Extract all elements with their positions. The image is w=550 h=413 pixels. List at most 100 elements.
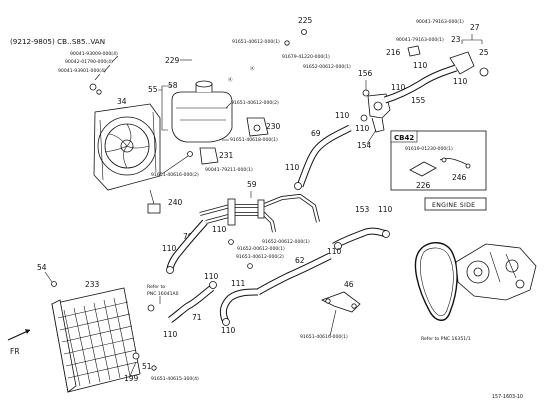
callout-231: 231 bbox=[219, 151, 234, 160]
radiator-fan-shroud bbox=[93, 103, 161, 191]
callout-199: 199 bbox=[124, 374, 139, 383]
clamp bbox=[301, 29, 307, 35]
sensor bbox=[362, 89, 370, 97]
part-number-label: 91651-40615-300(4) bbox=[151, 376, 199, 382]
callout-110: 110 bbox=[335, 111, 350, 120]
leader-line bbox=[129, 361, 137, 377]
callout-110: 110 bbox=[413, 61, 428, 70]
tank-bracket bbox=[246, 117, 269, 137]
leader-lines bbox=[94, 55, 119, 81]
callout-25: 25 bbox=[479, 48, 489, 57]
leader-line bbox=[225, 102, 232, 109]
water-pump-assembly bbox=[455, 243, 537, 301]
part-number-label: 90041-79163-000(1) bbox=[396, 37, 444, 43]
leader-line bbox=[161, 155, 189, 175]
hose-clamp bbox=[222, 318, 230, 326]
drive-belt bbox=[414, 242, 458, 321]
part-number-label: Ⓐ bbox=[228, 76, 233, 83]
hose-clamp bbox=[166, 266, 174, 274]
part-number-label: 91679-41220-000(1) bbox=[282, 54, 330, 60]
small-fastener bbox=[89, 83, 102, 95]
radiator-core bbox=[51, 287, 141, 393]
drain-cock bbox=[132, 352, 140, 360]
diagram-code: 157-1603-10 bbox=[492, 394, 523, 400]
upper-hose-155 bbox=[383, 64, 458, 104]
part-number-label: 91651-40616-000(1) bbox=[300, 334, 348, 340]
drain-plug bbox=[147, 304, 155, 312]
cb42-inset-box bbox=[390, 130, 487, 191]
callout-71: 71 bbox=[192, 313, 202, 322]
part-number-label: 90041-93901-000(4) bbox=[58, 68, 106, 74]
hose-clamp bbox=[360, 114, 368, 122]
callout-110: 110 bbox=[163, 330, 178, 339]
part-number-label: 90041-79163-000(1) bbox=[416, 19, 464, 25]
part-number-label: 91651-40618-000(1) bbox=[230, 137, 278, 143]
leader-line bbox=[44, 271, 53, 283]
clip bbox=[247, 263, 253, 269]
callout-54: 54 bbox=[37, 263, 47, 272]
callout-110: 110 bbox=[212, 225, 227, 234]
part-number-label: 91652-00612-000(1) bbox=[303, 64, 351, 70]
hose-71 bbox=[168, 285, 259, 324]
callout-110: 110 bbox=[285, 163, 300, 172]
callout-110: 110 bbox=[391, 83, 406, 92]
callout-110: 110 bbox=[453, 77, 468, 86]
hose-clamp bbox=[209, 281, 217, 289]
callout-230: 230 bbox=[266, 122, 281, 131]
clip bbox=[228, 239, 234, 245]
callout-111: 111 bbox=[231, 279, 246, 288]
callout-225: 225 bbox=[298, 16, 313, 25]
callout-59: 59 bbox=[247, 180, 257, 189]
part-number-label: 90041-93009-000(4) bbox=[70, 51, 118, 57]
hose-clamp bbox=[294, 182, 302, 190]
callout-110: 110 bbox=[221, 326, 236, 335]
callout-110: 110 bbox=[162, 244, 177, 253]
refer-note: Refer to bbox=[147, 284, 165, 290]
callout-226: 226 bbox=[416, 181, 431, 190]
callout-23: 23 bbox=[451, 35, 461, 44]
callout-62: 62 bbox=[295, 256, 305, 265]
callout-154: 154 bbox=[357, 141, 372, 150]
mount-cushion bbox=[51, 281, 57, 287]
bracket-46 bbox=[320, 291, 361, 313]
front-direction-arrow bbox=[7, 329, 31, 341]
callout-216: 216 bbox=[386, 48, 401, 57]
fan-connector bbox=[147, 189, 161, 214]
mark-label: Ⓐ bbox=[250, 65, 255, 72]
leader-bracket bbox=[461, 34, 483, 44]
hose-69 bbox=[296, 124, 352, 188]
engine-side-label: ENGINE SIDE bbox=[432, 202, 475, 209]
callout-51: 51 bbox=[142, 362, 152, 371]
refer-note: Refer to PNC 16351/1 bbox=[421, 336, 471, 342]
callout-229: 229 bbox=[165, 56, 180, 65]
callout-246: 246 bbox=[452, 173, 467, 182]
diagram-header: (9212-9805) CB‥S85‥VAN bbox=[10, 37, 105, 46]
leader-bracket bbox=[158, 85, 172, 131]
callout-58: 58 bbox=[168, 81, 178, 90]
part-number-label: 90041-79211-000(1) bbox=[205, 167, 253, 173]
callout-156: 156 bbox=[358, 69, 373, 78]
water-pipe-59 bbox=[199, 193, 320, 233]
callout-110: 110 bbox=[327, 247, 342, 256]
part-number-label: 91651-40612-000(1) bbox=[232, 39, 280, 45]
callout-110: 110 bbox=[378, 205, 393, 214]
refer-note: PNC 16041A0 bbox=[147, 291, 179, 297]
part-number-label: 91652-00612-000(1) bbox=[237, 246, 285, 252]
callout-153: 153 bbox=[355, 205, 370, 214]
part-number-label: 91619-01230-000(1) bbox=[405, 146, 453, 152]
front-label: FR bbox=[10, 347, 20, 356]
tank-mount bbox=[187, 147, 219, 165]
callout-110: 110 bbox=[204, 272, 219, 281]
inset-label: CB42 bbox=[394, 134, 414, 142]
callout-233: 233 bbox=[85, 280, 100, 289]
part-number-label: 91652-00612-000(1) bbox=[262, 239, 310, 245]
hose-clamp bbox=[382, 230, 390, 238]
clip bbox=[151, 365, 157, 371]
callout-155: 155 bbox=[411, 96, 426, 105]
callout-34: 34 bbox=[117, 97, 127, 106]
engine-side-box bbox=[424, 197, 487, 211]
callout-240: 240 bbox=[168, 198, 183, 207]
reservoir-tank bbox=[171, 80, 233, 143]
